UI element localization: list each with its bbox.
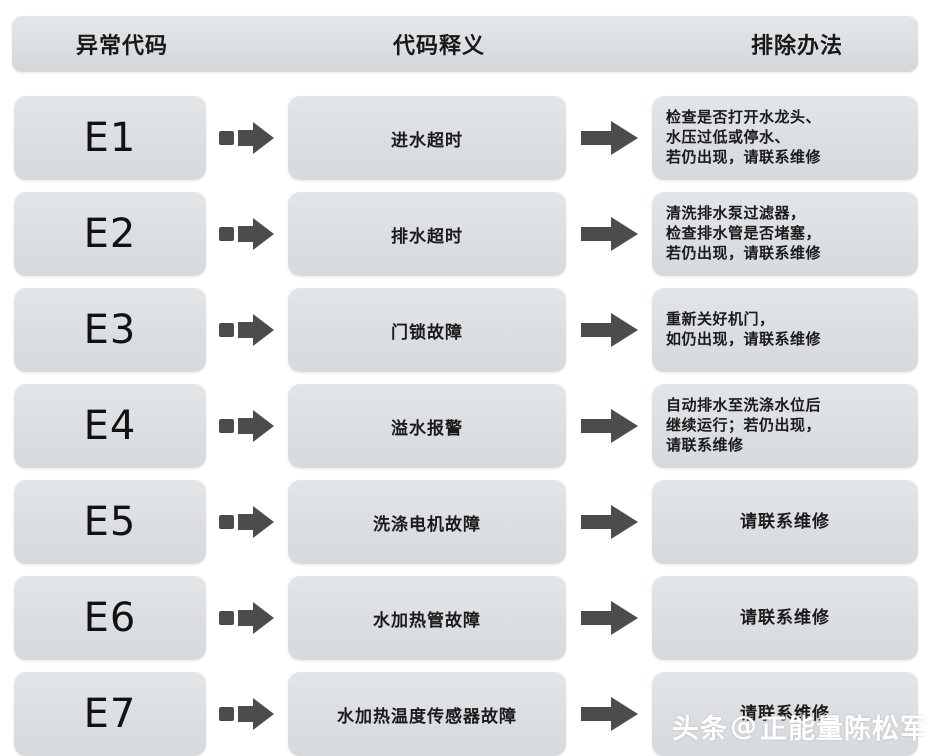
table-row: E5 洗涤电机故障 请联系维修	[0, 480, 930, 564]
error-code-cell: E7	[14, 672, 206, 756]
error-code-value: E5	[83, 499, 137, 545]
code-meaning-value: 门锁故障	[391, 322, 463, 343]
error-code-cell: E2	[14, 192, 206, 276]
code-meaning-cell: 门锁故障	[288, 288, 566, 372]
table-row: E7 水加热温度传感器故障 请联系维修	[0, 672, 930, 756]
solution-value: 自动排水至洗涤水位后 继续运行；若仍出现， 请联系维修	[666, 396, 822, 454]
solution-cell: 请联系维修	[652, 576, 918, 660]
error-code-value: E1	[83, 115, 137, 161]
error-code-cell: E5	[14, 480, 206, 564]
header-col-code-meaning: 代码释义	[392, 34, 485, 59]
code-meaning-value: 水加热温度传感器故障	[337, 706, 517, 727]
header-col-error-code: 异常代码	[75, 34, 168, 59]
right-arrow-icon	[570, 384, 650, 468]
table-row: E4 溢水报警 自动排水至洗涤水位后 继续运行；若仍出现， 请联系维修	[0, 384, 930, 468]
right-arrow-icon	[210, 672, 284, 756]
error-code-value: E6	[83, 595, 137, 641]
solution-value: 重新关好机门， 如仍出现，请联系维修	[666, 310, 822, 348]
code-meaning-value: 排水超时	[391, 226, 463, 247]
solution-cell: 重新关好机门， 如仍出现，请联系维修	[652, 288, 918, 372]
right-arrow-icon	[210, 192, 284, 276]
right-arrow-icon	[570, 288, 650, 372]
right-arrow-icon	[570, 96, 650, 180]
code-meaning-cell: 排水超时	[288, 192, 566, 276]
right-arrow-icon	[210, 576, 284, 660]
right-arrow-icon	[210, 480, 284, 564]
code-meaning-cell: 进水超时	[288, 96, 566, 180]
solution-cell: 自动排水至洗涤水位后 继续运行；若仍出现， 请联系维修	[652, 384, 918, 468]
table-row: E2 排水超时 清洗排水泵过滤器， 检查排水管是否堵塞， 若仍出现，请联系维修	[0, 192, 930, 276]
code-meaning-cell: 洗涤电机故障	[288, 480, 566, 564]
table-row: E6 水加热管故障 请联系维修	[0, 576, 930, 660]
error-code-value: E2	[83, 211, 137, 257]
error-code-value: E4	[83, 403, 137, 449]
right-arrow-icon	[570, 192, 650, 276]
solution-value: 请联系维修	[740, 703, 830, 724]
solution-value: 请联系维修	[740, 511, 830, 532]
error-code-cell: E4	[14, 384, 206, 468]
error-code-value: E7	[83, 691, 137, 737]
right-arrow-icon	[570, 672, 650, 756]
code-meaning-value: 水加热管故障	[373, 610, 481, 631]
error-code-cell: E3	[14, 288, 206, 372]
code-meaning-cell: 水加热温度传感器故障	[288, 672, 566, 756]
table-header: 异常代码 代码释义 排除办法	[12, 16, 918, 72]
solution-cell: 清洗排水泵过滤器， 检查排水管是否堵塞， 若仍出现，请联系维修	[652, 192, 918, 276]
code-meaning-cell: 水加热管故障	[288, 576, 566, 660]
right-arrow-icon	[570, 480, 650, 564]
error-code-cell: E1	[14, 96, 206, 180]
table-row: E1 进水超时 检查是否打开水龙头、 水压过低或停水、 若仍出现，请联系维修	[0, 96, 930, 180]
solution-value: 清洗排水泵过滤器， 检查排水管是否堵塞， 若仍出现，请联系维修	[666, 204, 822, 262]
solution-cell: 请联系维修	[652, 672, 918, 756]
right-arrow-icon	[210, 288, 284, 372]
right-arrow-icon	[570, 576, 650, 660]
code-meaning-value: 洗涤电机故障	[373, 514, 481, 535]
error-code-cell: E6	[14, 576, 206, 660]
right-arrow-icon	[210, 96, 284, 180]
solution-cell: 请联系维修	[652, 480, 918, 564]
header-col-solution: 排除办法	[750, 34, 843, 59]
error-code-value: E3	[83, 307, 137, 353]
code-meaning-value: 溢水报警	[391, 418, 463, 439]
solution-value: 请联系维修	[740, 607, 830, 628]
code-meaning-cell: 溢水报警	[288, 384, 566, 468]
solution-value: 检查是否打开水龙头、 水压过低或停水、 若仍出现，请联系维修	[666, 108, 822, 166]
code-meaning-value: 进水超时	[391, 130, 463, 151]
solution-cell: 检查是否打开水龙头、 水压过低或停水、 若仍出现，请联系维修	[652, 96, 918, 180]
table-row: E3 门锁故障 重新关好机门， 如仍出现，请联系维修	[0, 288, 930, 372]
right-arrow-icon	[210, 384, 284, 468]
